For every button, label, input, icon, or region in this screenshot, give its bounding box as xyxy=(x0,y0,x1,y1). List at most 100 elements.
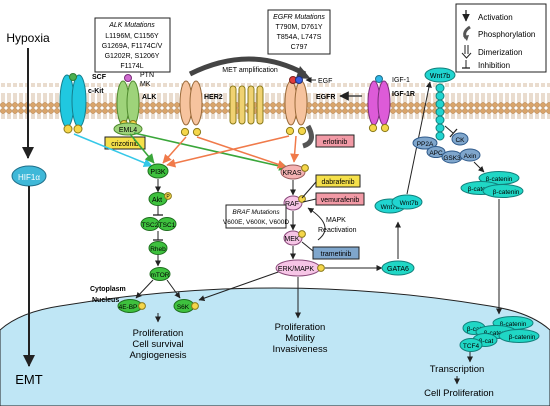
svg-text:TCF4: TCF4 xyxy=(463,343,480,350)
svg-text:T790M, D761Y: T790M, D761Y xyxy=(275,24,322,31)
mapk-reactivation-arrow xyxy=(307,207,326,241)
svg-text:G1202R, S1206Y: G1202R, S1206Y xyxy=(105,53,160,60)
svg-text:Akt: Akt xyxy=(152,197,162,204)
svg-text:trametinib: trametinib xyxy=(321,251,352,258)
apc-node xyxy=(426,146,446,158)
eml4-node xyxy=(113,122,143,136)
pi3k-node xyxy=(147,163,169,179)
kras-node xyxy=(280,164,306,180)
alk-label: ALK xyxy=(142,94,156,101)
igf1r-label: IGF-1R xyxy=(392,91,415,98)
alk-to-kras-arrow xyxy=(133,132,289,171)
svg-text:P: P xyxy=(166,194,170,200)
nucleus-region xyxy=(0,287,550,406)
svg-text:KRAS: KRAS xyxy=(282,170,301,177)
svg-text:Wnt7b: Wnt7b xyxy=(430,73,450,80)
outcome1-line2: Cell survival xyxy=(132,339,183,350)
svg-text:PP2A: PP2A xyxy=(417,141,434,148)
met-amplification-label: MET amplification xyxy=(222,67,278,74)
svg-text:β-catenin: β-catenin xyxy=(486,176,513,183)
pp2a-node xyxy=(412,136,438,150)
igf1-label: IGF-1 xyxy=(392,77,410,84)
cytoplasm-label: Cytoplasm xyxy=(90,286,126,293)
svg-text:mTOR: mTOR xyxy=(150,272,169,279)
igf1r-receptor xyxy=(367,75,391,133)
her2-label: HER2 xyxy=(204,94,223,101)
ck-node xyxy=(451,132,469,146)
egf-label: EGF xyxy=(318,78,332,85)
legend-inhibition: Inhibition xyxy=(478,61,510,70)
svg-text:dabrafenib: dabrafenib xyxy=(321,179,354,186)
svg-text:Wnt7b: Wnt7b xyxy=(400,200,419,207)
mtor-node xyxy=(149,267,171,281)
braf-mutations-box: BRAF Mutations V600E, V600K, V600D xyxy=(223,204,289,229)
egfr-to-kras-arrow xyxy=(290,135,300,163)
svg-text:β-catenin: β-catenin xyxy=(493,189,520,196)
svg-text:β-catenin: β-catenin xyxy=(484,330,511,337)
legend-dimerization: Dimerization xyxy=(478,48,522,57)
svg-text:APC: APC xyxy=(429,150,443,157)
svg-text:Rheb: Rheb xyxy=(150,246,166,253)
hypoxia-label: Hypoxia xyxy=(6,31,50,45)
svg-text:β-catenin: β-catenin xyxy=(500,321,527,328)
svg-text:vemurafenib: vemurafenib xyxy=(321,197,360,204)
svg-text:TSC2: TSC2 xyxy=(142,222,159,229)
her2-to-pi3k-arrow xyxy=(162,136,187,164)
svg-text:crizotinib: crizotinib xyxy=(111,141,139,148)
egfr-label: EGFR xyxy=(316,94,335,101)
svg-text:CK: CK xyxy=(455,137,465,144)
rheb-node xyxy=(148,241,168,255)
ckit-receptor xyxy=(59,73,87,134)
svg-text:β-catenin: β-catenin xyxy=(468,186,495,193)
svg-text:Wnt7b: Wnt7b xyxy=(381,204,400,211)
alk-to-pi3k-arrow xyxy=(129,133,155,164)
svg-text:L1196M, C1156Y: L1196M, C1156Y xyxy=(105,33,159,40)
outcome2-line3: Invasiveness xyxy=(273,344,328,355)
nucleus-label: Nucleus xyxy=(92,297,119,304)
svg-text:PI3K: PI3K xyxy=(150,169,166,176)
svg-text:4E-BP: 4E-BP xyxy=(119,304,138,311)
her2-to-kras-arrow xyxy=(196,136,287,169)
akt-phospho xyxy=(164,192,172,200)
her2-receptor xyxy=(179,80,203,137)
met-receptor xyxy=(229,85,264,125)
axin-node xyxy=(459,148,481,162)
bcat-nuc-4 xyxy=(498,329,540,343)
outcome2-line1: Proliferation xyxy=(275,322,326,333)
tcf4-node xyxy=(459,338,483,352)
svg-text:GSK3: GSK3 xyxy=(443,155,461,162)
ckit-to-pi3k-arrow xyxy=(73,133,153,168)
cell-membrane xyxy=(0,83,550,119)
wnt7b-node-b xyxy=(391,194,423,210)
svg-text:C797: C797 xyxy=(291,44,308,51)
outcome1-line3: Angiogenesis xyxy=(129,350,186,361)
emt-label: EMT xyxy=(15,372,43,387)
alk-mutations-box: ALK Mutations L1196M, C1156Y G1269A, F11… xyxy=(94,17,171,73)
svg-text:Axin: Axin xyxy=(464,153,477,160)
ptn-label: PTN xyxy=(140,72,154,79)
svg-text:β-catenin: β-catenin xyxy=(509,334,536,341)
svg-text:G1269A, F1174C/V: G1269A, F1174C/V xyxy=(102,43,163,50)
tsc1-node xyxy=(157,217,177,231)
svg-text:EGFR Mutations: EGFR Mutations xyxy=(273,14,325,21)
met-amplification-arrow xyxy=(188,56,307,77)
legend-box: Activation Phosphorylation Dimerization … xyxy=(455,3,547,73)
wnt7b-top-node xyxy=(424,67,456,83)
ckit-label: c-Kit xyxy=(88,88,104,95)
mk-label: MK xyxy=(140,81,151,88)
transcription-label: Transcription xyxy=(430,364,485,375)
dabrafenib-drug xyxy=(315,174,361,188)
svg-text:ALK Mutations: ALK Mutations xyxy=(108,22,155,29)
scf-label: SCF xyxy=(92,74,107,81)
egfr-to-pi3k-arrow xyxy=(166,135,290,168)
outcome2-line2: Motility xyxy=(285,333,315,344)
svg-text:β-cat: β-cat xyxy=(467,326,482,333)
svg-text:β-cat: β-cat xyxy=(479,338,494,345)
svg-text:S6K: S6K xyxy=(177,304,190,311)
svg-text:erlotinib: erlotinib xyxy=(323,139,348,146)
raf-node xyxy=(283,195,303,211)
legend-activation: Activation xyxy=(478,13,513,22)
svg-text:MEK: MEK xyxy=(284,236,300,243)
